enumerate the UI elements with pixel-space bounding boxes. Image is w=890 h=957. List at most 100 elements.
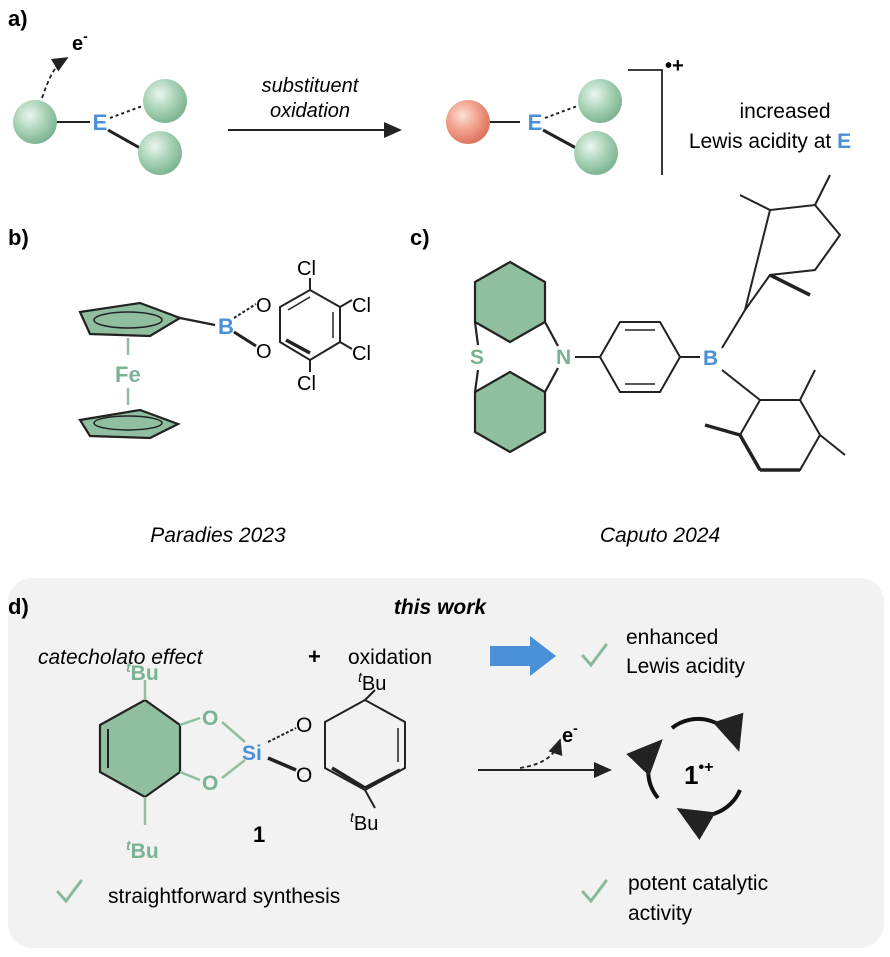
catechol-right-bold — [331, 766, 366, 790]
citation-paradies: Paradies 2023 — [150, 524, 286, 547]
c-o-bond-bottom-left — [179, 770, 201, 782]
this-work-heading: this work — [394, 596, 488, 619]
blue-arrow — [490, 636, 556, 676]
tbu-bond-top-right — [364, 689, 376, 701]
panel-d-background — [8, 578, 884, 948]
oxidized-substituent-ball — [446, 100, 490, 144]
o-si-bond-1 — [221, 721, 246, 743]
mesityl-2-methyl-c — [819, 434, 846, 456]
bond-hashed-ox — [544, 104, 581, 119]
iron-atom: Fe — [115, 362, 141, 387]
benefit-catalytic-line1: potent catalytic — [628, 872, 768, 895]
tbu-top-left: tBu — [126, 659, 159, 685]
ring-n-bond-top — [544, 321, 559, 347]
chlorine-2: Cl — [352, 295, 371, 317]
benefit-enhanced-line1: enhanced — [626, 626, 718, 649]
boron-mes-bond-1 — [721, 309, 746, 349]
cycle-arrow-2 — [676, 789, 742, 840]
substituent-ball-bottom — [138, 131, 182, 175]
compound-number: 1 — [253, 822, 265, 847]
tbu-top-right: tBu — [358, 669, 386, 695]
ring-n-bond-bottom — [544, 367, 559, 393]
mesityl-ring-1 — [744, 203, 842, 311]
substituent-ball-top — [143, 79, 187, 123]
radical-cation-charge: •+ — [665, 55, 684, 77]
check-icon — [56, 879, 83, 904]
substituent-ball-top-ox — [578, 79, 622, 123]
panel-b-label: b) — [8, 225, 29, 250]
cycle-label: 1•+ — [684, 759, 713, 790]
cycle-arrow-1 — [670, 712, 744, 752]
concept-catecholato: catecholato effect — [38, 646, 204, 669]
electron-loss-arrow — [519, 738, 563, 769]
panel-c-label: c) — [410, 225, 430, 250]
si-o-hash — [267, 727, 297, 743]
panel-d: d) this work catecholato effect + oxidat… — [8, 578, 884, 948]
cp-ring-bottom — [78, 408, 181, 440]
mesityl-2-bold-a — [738, 434, 762, 471]
panel-b: b) Fe B O O Cl Cl Cl Cl Paradies 2023 — [8, 225, 371, 547]
panel-d-label: d) — [8, 594, 29, 619]
catalytic-cycle: 1•+ — [626, 712, 744, 840]
concept-plus: + — [308, 644, 321, 669]
c-o-bond-top-left — [179, 716, 201, 727]
charge-bracket — [628, 69, 663, 175]
ring-s-bond-bottom — [473, 369, 480, 393]
silicon-atom: Si — [242, 742, 262, 765]
arrow-label-line1: substituent — [262, 75, 360, 97]
element-e-right: E — [528, 110, 543, 135]
boron-atom: B — [218, 314, 234, 339]
phenothiazine-ring-bottom — [473, 370, 547, 454]
tbu-bottom-left: tBu — [126, 837, 159, 863]
oxygen-left-bottom: O — [202, 772, 218, 795]
cl-bond-3 — [339, 341, 353, 350]
nitrogen-atom: N — [556, 346, 571, 369]
boron-oxygen-hash — [233, 303, 257, 319]
bond-wedge — [107, 128, 141, 150]
benefit-synthesis: straightforward synthesis — [108, 885, 340, 908]
chlorine-1: Cl — [297, 258, 316, 280]
electron-label: e- — [72, 28, 88, 55]
citation-caputo: Caputo 2024 — [600, 524, 720, 547]
substituent-ball-left — [13, 100, 57, 144]
boron-atom-c: B — [703, 347, 718, 370]
check-icon — [581, 643, 608, 668]
check-icon — [581, 879, 608, 904]
arrow-label-line2: oxidation — [270, 100, 350, 122]
phenylene-ring — [598, 321, 682, 393]
ring-s-bond-top — [473, 321, 480, 346]
mesityl-1-methyl-a — [739, 194, 771, 211]
boron-mes-bond-2 — [721, 369, 761, 401]
oxygen-top: O — [256, 295, 272, 317]
benefit-enhanced-line2: Lewis acidity — [626, 655, 746, 678]
oxygen-left-top: O — [202, 707, 218, 730]
cp-boron-bond — [179, 316, 216, 327]
si-o-wedge — [267, 756, 297, 772]
chlorine-4: Cl — [297, 373, 316, 395]
concept-oxidation: oxidation — [348, 646, 432, 669]
mesityl-1-methyl-b — [814, 174, 831, 206]
panel-a-label: a) — [8, 6, 28, 31]
substituent-ball-bottom-ox — [574, 131, 618, 175]
benefit-catalytic-line2: activity — [628, 902, 693, 925]
oxygen-bottom: O — [256, 341, 272, 363]
bond-hashed — [109, 104, 146, 119]
o-si-bond-2 — [221, 759, 246, 779]
cp-ring-bottom-aromatic — [93, 415, 163, 431]
result-line2: Lewis acidity at E — [689, 130, 851, 153]
electron-arrow — [41, 57, 69, 99]
element-e-left: E — [93, 110, 108, 135]
mesityl-1-bold — [769, 273, 811, 297]
phenothiazine-ring-top — [473, 260, 547, 344]
ring-double-bond — [287, 296, 311, 311]
tbu-bottom-right: tBu — [350, 809, 378, 835]
chlorine-3: Cl — [352, 343, 371, 365]
oxygen-right-bottom: O — [296, 764, 312, 787]
panel-a: a) E e- substituent oxidation E •+ incre… — [8, 6, 851, 175]
cp-ring-top — [78, 301, 183, 338]
tetrachlorocatechol-ring — [279, 288, 341, 362]
mesityl-2-methyl-b — [799, 369, 816, 401]
bond-wedge-ox — [542, 128, 577, 150]
mesityl-2-methyl-a — [704, 423, 741, 437]
